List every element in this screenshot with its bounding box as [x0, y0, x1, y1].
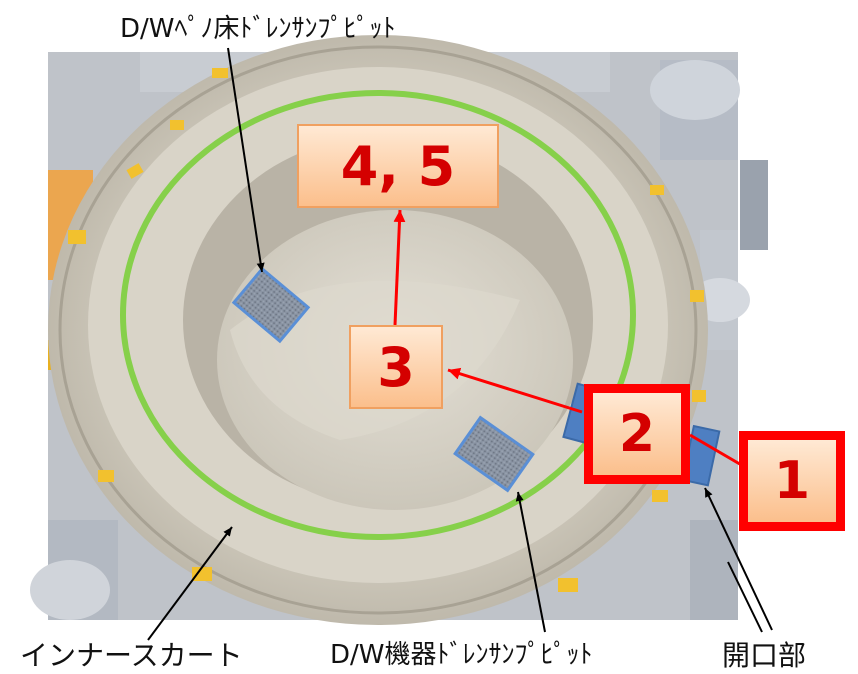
green-ring — [120, 90, 636, 540]
floor-sump-label: D/Wﾍﾟﾉ床ﾄﾞﾚﾝｻﾝﾌﾟﾋﾟｯﾄ — [120, 14, 396, 44]
arrow-3-to-45 — [393, 209, 406, 326]
leader-equipment-sump — [515, 491, 546, 633]
step-3-box: 3 — [349, 325, 443, 409]
step-4-5-box: 4, 5 — [297, 124, 499, 208]
equipment-right — [650, 60, 768, 620]
leader-opening-2 — [727, 561, 763, 633]
opening-label: 開口部 — [722, 639, 807, 672]
step-2-box: 2 — [584, 384, 690, 484]
leader-inner-skirt — [147, 526, 233, 641]
ring-tabs — [68, 68, 706, 592]
inner-skirt-label: インナースカート — [20, 639, 243, 672]
equipment-sump-marker — [453, 415, 535, 493]
step-1-box: 1 — [739, 431, 845, 531]
equipment-sump-label: D/W機器ﾄﾞﾚﾝｻﾝﾌﾟﾋﾟｯﾄ — [330, 640, 593, 670]
leader-opening-1 — [704, 487, 773, 631]
pedestal-outer-edge — [58, 45, 698, 615]
floor-sump-marker — [231, 266, 311, 344]
arrow-2-to-3 — [447, 367, 583, 414]
leader-floor-sump — [227, 47, 265, 273]
